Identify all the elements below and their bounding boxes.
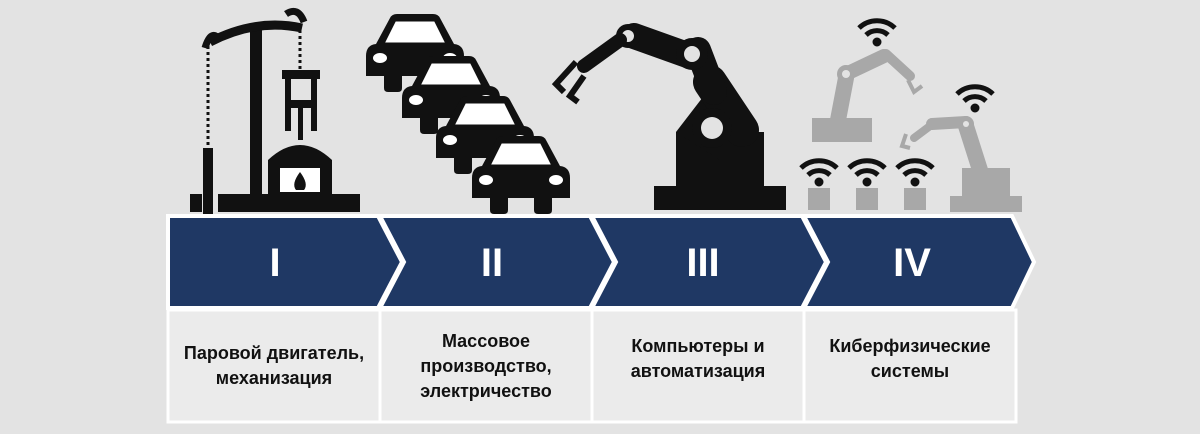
stage-numeral-1: I xyxy=(269,241,280,285)
stage-label-2: Массовое производство, электричество xyxy=(420,330,552,401)
stage-label-4: Киберфизические системы xyxy=(829,336,991,381)
steam-engine-icon xyxy=(190,7,360,214)
robot-arm-icon xyxy=(551,23,786,210)
stage-numeral-3: III xyxy=(686,241,719,285)
stage-numeral-2: II xyxy=(481,241,503,285)
stage-label-1: Паровой двигатель, механизация xyxy=(183,343,365,388)
cars-icon xyxy=(365,13,571,215)
arrow-band xyxy=(166,214,1037,310)
stage-numeral-4: IV xyxy=(893,241,931,285)
cyber-robots-icon xyxy=(801,21,1022,212)
arrow-segment-1 xyxy=(166,214,405,310)
stage-label-3: Компьютеры и автоматизация xyxy=(630,336,766,381)
arrow-segment-4 xyxy=(800,214,1037,310)
